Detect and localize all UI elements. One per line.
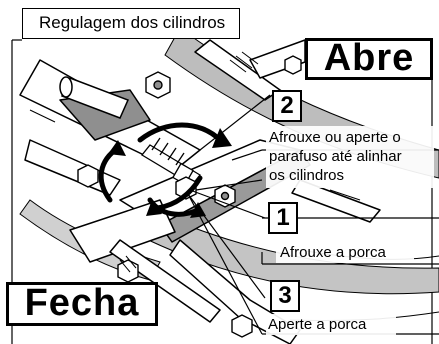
adjusting-screw <box>141 137 201 186</box>
step-2-line-1: Afrouxe ou aperte o <box>269 129 401 146</box>
step-3-text: Aperte a porca <box>268 316 367 333</box>
step-1-text: Afrouxe a porca <box>280 244 386 261</box>
step-2-line-3: os cilindros <box>269 167 345 184</box>
arrow-heads <box>108 128 232 218</box>
bolts <box>77 55 302 338</box>
step-2-backdrop <box>266 126 434 188</box>
step-1-number: 1 <box>268 202 298 234</box>
step-1-backdrop <box>276 242 414 263</box>
detail-lines <box>29 51 361 273</box>
diagram-title: Regulagem dos cilindros <box>22 8 240 39</box>
step-2-line-2: parafuso até alinhar <box>269 148 402 165</box>
step-3-number: 3 <box>270 280 300 312</box>
step-3-backdrop <box>266 314 396 335</box>
cylinder-rod <box>59 76 130 119</box>
step-2-number: 2 <box>272 90 302 122</box>
open-label: Abre <box>305 38 433 80</box>
close-label: Fecha <box>6 282 158 326</box>
